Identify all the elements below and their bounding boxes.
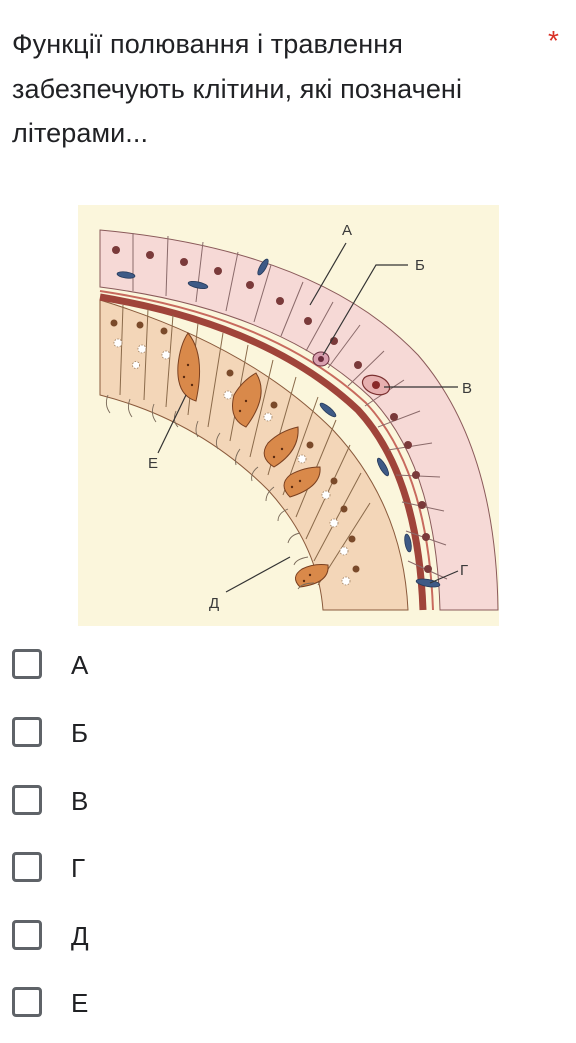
checkbox[interactable] [12, 852, 42, 882]
option-v[interactable]: В [0, 769, 576, 829]
endoderm-layer [99, 299, 409, 611]
cell-layers-illustration: А Б В Г Д Е [99, 222, 499, 612]
ectoderm-layer [99, 229, 499, 611]
leader-line-g [429, 570, 459, 584]
leader-line-e [157, 394, 187, 454]
option-label: Б [71, 718, 89, 748]
leader-line-a [309, 242, 347, 306]
label-d: Д [209, 595, 219, 612]
checkbox[interactable] [12, 785, 42, 815]
option-label: Г [71, 853, 86, 883]
checkbox[interactable] [12, 717, 42, 747]
label-e: Е [148, 455, 158, 472]
label-v: В [462, 380, 472, 397]
option-label: Е [71, 988, 89, 1018]
question-title: Функції полювання і травлення забезпечую… [12, 29, 463, 148]
option-label: В [71, 786, 89, 816]
checkbox[interactable] [12, 920, 42, 950]
option-g[interactable]: Г [0, 836, 576, 896]
checkbox[interactable] [12, 987, 42, 1017]
label-a: А [342, 222, 352, 239]
checkbox[interactable] [12, 649, 42, 679]
option-e[interactable]: Е [0, 971, 576, 1031]
option-label: А [71, 650, 89, 680]
leader-line-b [322, 264, 408, 356]
required-asterisk: * [548, 25, 559, 56]
label-g: Г [460, 562, 468, 579]
mesoglea-line [99, 293, 427, 611]
option-a[interactable]: А [0, 633, 576, 693]
leader-line-d [225, 556, 291, 593]
hydra-body-wall-diagram: А Б В Г Д Е [78, 205, 499, 626]
option-label: Д [71, 921, 89, 951]
label-b: Б [415, 257, 425, 274]
option-b[interactable]: Б [0, 701, 576, 761]
option-d[interactable]: Д [0, 904, 576, 964]
